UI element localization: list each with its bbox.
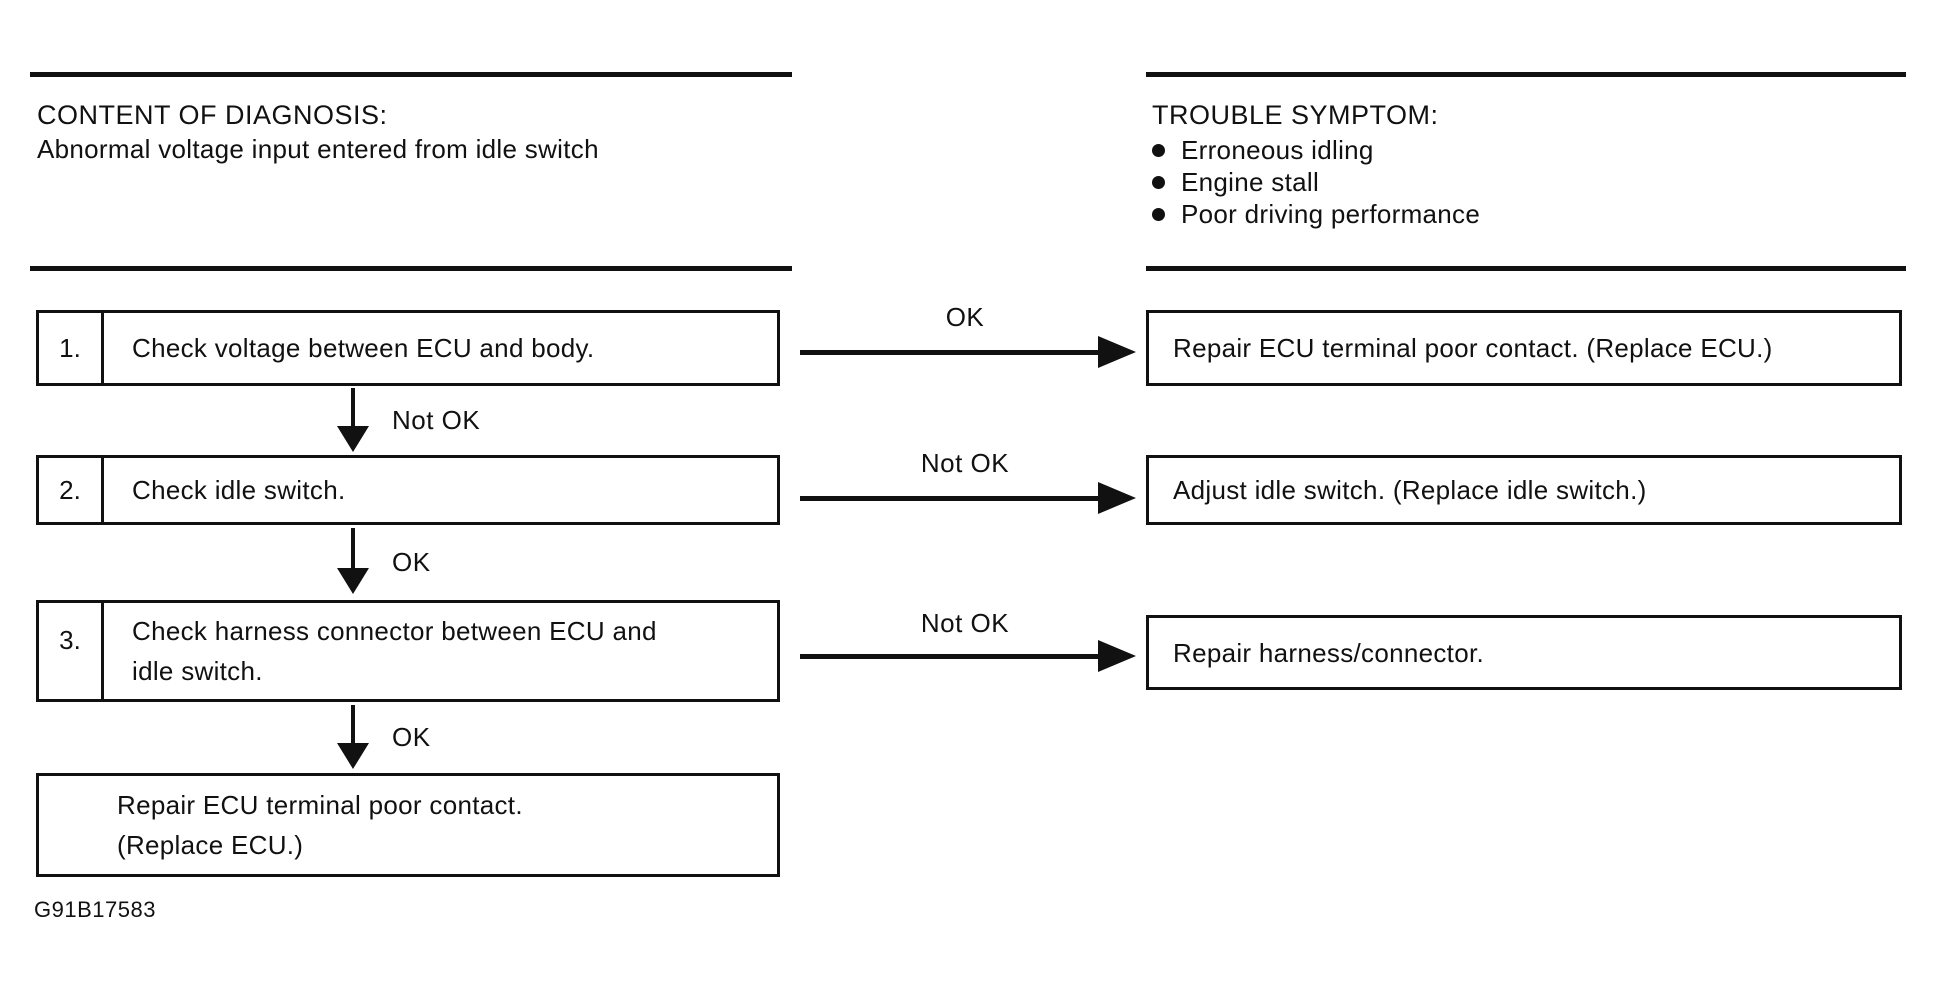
arrow-1-line — [800, 350, 1100, 355]
step-1-number: 1. — [39, 313, 104, 383]
down-arrow-2-head-icon — [337, 568, 369, 594]
symptom-label: Engine stall — [1181, 166, 1320, 197]
final-action-box: Repair ECU terminal poor contact. (Repla… — [36, 773, 780, 877]
step-2-number: 2. — [39, 458, 104, 522]
action-1-box: Repair ECU terminal poor contact. (Repla… — [1146, 310, 1902, 386]
final-action-text: Repair ECU terminal poor contact. (Repla… — [39, 776, 523, 874]
arrow-3-label: Not OK — [920, 608, 1010, 638]
step-2-line-1: Check idle switch. — [132, 475, 346, 505]
step-1-line-1: Check voltage between ECU and body. — [132, 333, 595, 363]
down-arrow-3-label: OK — [392, 722, 431, 752]
down-arrow-2-stem — [351, 528, 355, 570]
left-top-rule — [30, 72, 792, 77]
right-top-rule — [1146, 72, 1906, 77]
symptom-item: Poor driving performance — [1152, 198, 1480, 230]
step-3-line-1: Check harness connector between ECU and — [132, 616, 657, 646]
step-1-text: Check voltage between ECU and body. — [104, 313, 777, 383]
arrow-2-label: Not OK — [920, 448, 1010, 478]
left-bottom-rule — [30, 266, 792, 271]
arrow-2-head-icon — [1098, 482, 1136, 514]
action-1-text: Repair ECU terminal poor contact. (Repla… — [1173, 333, 1773, 363]
figure-code: G91B17583 — [34, 897, 156, 922]
step-3-box: 3. Check harness connector between ECU a… — [36, 600, 780, 702]
symptom-item: Engine stall — [1152, 166, 1319, 198]
step-3-line-2: idle switch. — [132, 656, 263, 686]
symptom-label: Erroneous idling — [1181, 134, 1374, 165]
action-3-box: Repair harness/connector. — [1146, 615, 1902, 690]
step-3-number: 3. — [39, 603, 104, 699]
step-2-box: 2. Check idle switch. — [36, 455, 780, 525]
trouble-symptom-title: TROUBLE SYMPTOM: — [1152, 100, 1439, 130]
step-2-text: Check idle switch. — [104, 458, 777, 522]
arrow-1-label: OK — [945, 302, 985, 332]
bullet-icon — [1152, 207, 1165, 221]
down-arrow-1-stem — [351, 388, 355, 428]
down-arrow-3-stem — [351, 705, 355, 745]
arrow-1-head-icon — [1098, 336, 1136, 368]
down-arrow-2-label: OK — [392, 547, 431, 577]
symptom-label: Poor driving performance — [1181, 198, 1481, 229]
content-of-diagnosis-title: CONTENT OF DIAGNOSIS: — [37, 100, 388, 130]
down-arrow-3-head-icon — [337, 743, 369, 769]
action-2-box: Adjust idle switch. (Replace idle switch… — [1146, 455, 1902, 525]
final-action-line-1: Repair ECU terminal poor contact. — [117, 790, 523, 820]
down-arrow-1-label: Not OK — [392, 405, 481, 435]
arrow-3-head-icon — [1098, 640, 1136, 672]
step-1-box: 1. Check voltage between ECU and body. — [36, 310, 780, 386]
bullet-icon — [1152, 175, 1165, 189]
content-of-diagnosis-subtitle: Abnormal voltage input entered from idle… — [37, 134, 599, 164]
right-bottom-rule — [1146, 266, 1906, 271]
action-2-text: Adjust idle switch. (Replace idle switch… — [1173, 475, 1647, 505]
step-3-text: Check harness connector between ECU and … — [104, 603, 777, 699]
arrow-3-line — [800, 654, 1100, 659]
final-action-line-2: (Replace ECU.) — [117, 830, 304, 860]
action-3-text: Repair harness/connector. — [1173, 637, 1485, 668]
bullet-icon — [1152, 143, 1165, 157]
down-arrow-1-head-icon — [337, 426, 369, 452]
symptom-item: Erroneous idling — [1152, 134, 1374, 166]
arrow-2-line — [800, 496, 1100, 501]
